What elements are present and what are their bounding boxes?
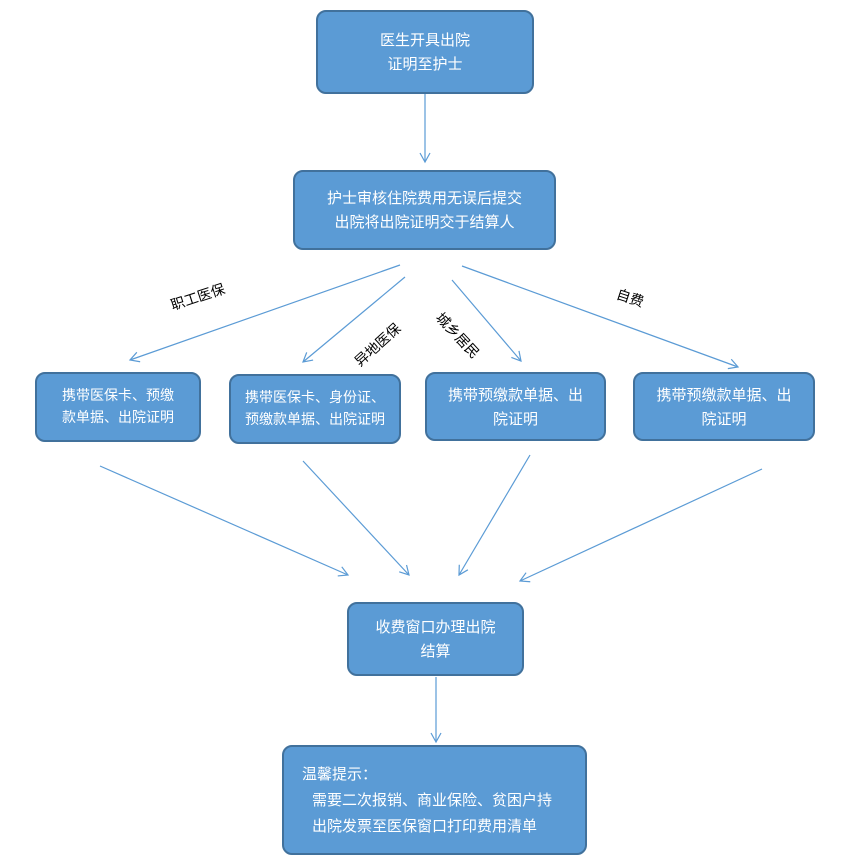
arrow-nurse-to-remote xyxy=(302,276,406,363)
node-text-line: 款单据、出院证明 xyxy=(62,410,174,426)
node-text-line: 院证明 xyxy=(701,409,747,428)
tip-text-line: 需要二次报销、商业保险、贫困户持 xyxy=(312,791,553,809)
resident-insurance-docs-node: 携带预缴款单据、出 院证明 xyxy=(425,372,606,441)
node-text-line: 携带预缴款单据、出 xyxy=(656,385,792,404)
reminder-tip-node: 温馨提示： 需要二次报销、商业保险、贫困户持 出院发票至医保窗口打印费用清单 xyxy=(282,745,587,855)
employee-insurance-docs-node: 携带医保卡、预缴 款单据、出院证明 xyxy=(35,372,201,442)
node-text-line: 收费窗口办理出院 xyxy=(375,618,496,636)
arrow-nurse-to-resident xyxy=(451,279,522,362)
node-text-line: 预缴款单据、出院证明 xyxy=(245,412,385,428)
node-text-line: 携带医保卡、身份证、 xyxy=(245,390,385,406)
arrow-nurse-to-employee xyxy=(128,264,401,363)
node-text-line: 医生开具出院 xyxy=(379,31,470,49)
tip-text-line: 出院发票至医保窗口打印费用清单 xyxy=(312,817,538,835)
arrow-employee-to-cashier xyxy=(99,465,350,577)
node-text-line: 护士审核住院费用无误后提交 xyxy=(326,189,522,207)
arrow-nurse-to-self xyxy=(461,265,740,370)
arrow-self-to-cashier xyxy=(518,468,763,583)
node-text-line: 出院将出院证明交于结算人 xyxy=(334,213,515,231)
node-text-line: 携带预缴款单据、出 xyxy=(447,385,583,404)
remote-insurance-docs-node: 携带医保卡、身份证、 预缴款单据、出院证明 xyxy=(229,374,401,444)
arrow-resident-to-cashier xyxy=(458,454,531,577)
arrow-remote-to-cashier xyxy=(302,460,410,576)
node-text-line: 结算 xyxy=(420,642,451,660)
nurse-review-node: 护士审核住院费用无误后提交 出院将出院证明交于结算人 xyxy=(293,170,556,250)
self-pay-docs-node: 携带预缴款单据、出 院证明 xyxy=(633,372,815,441)
tip-title: 温馨提示： xyxy=(302,765,378,783)
node-text-line: 院证明 xyxy=(492,409,538,428)
doctor-issues-certificate-node: 医生开具出院 证明至护士 xyxy=(316,10,534,94)
cashier-settlement-node: 收费窗口办理出院 结算 xyxy=(347,602,524,676)
node-text-line: 携带医保卡、预缴 xyxy=(62,388,174,404)
node-text-line: 证明至护士 xyxy=(387,55,463,73)
